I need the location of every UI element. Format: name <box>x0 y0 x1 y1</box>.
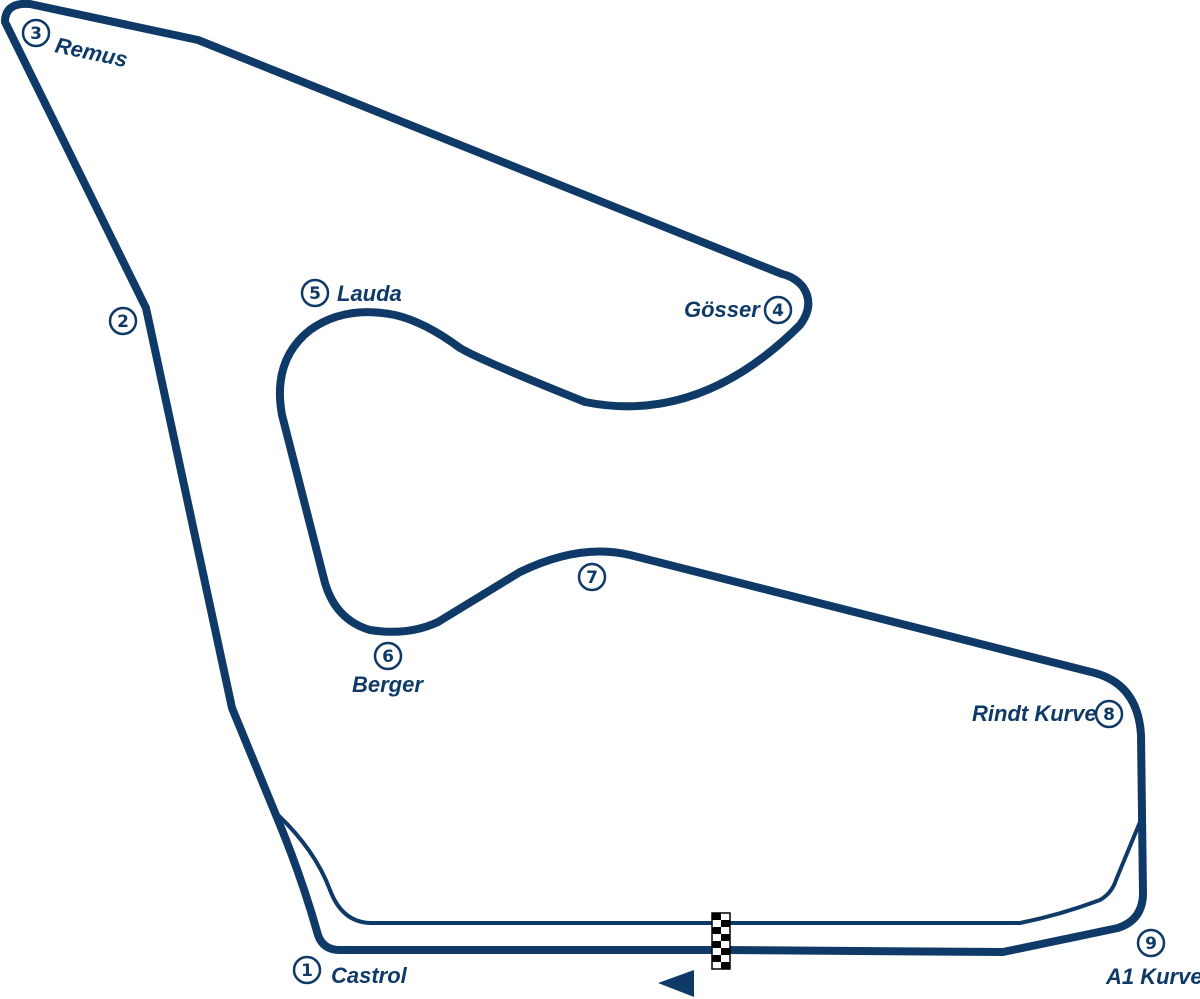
corner-name: Berger <box>352 672 424 697</box>
corner-number: 6 <box>382 647 394 667</box>
corner-number: 1 <box>301 961 313 981</box>
corner-name: A1 Kurve <box>1105 964 1200 989</box>
corner-number: 7 <box>586 568 598 588</box>
corner-6: 6 Berger <box>352 641 424 697</box>
corner-9: 9 A1 Kurve <box>1105 928 1200 989</box>
corner-name: Gösser <box>684 297 761 322</box>
corner-number: 8 <box>1103 705 1115 725</box>
corner-name: Rindt Kurve <box>972 701 1097 726</box>
corner-3: 3 Remus <box>21 18 130 72</box>
track-outline <box>1 0 1147 956</box>
corner-4: Gösser 4 <box>684 295 793 325</box>
corner-name: Remus <box>53 32 130 72</box>
corner-number: 2 <box>117 312 129 332</box>
corner-2: 2 <box>108 306 138 336</box>
corner-1: 1 Castrol <box>292 955 408 988</box>
corner-8: Rindt Kurve 8 <box>972 699 1124 729</box>
pit-lane <box>276 813 1142 925</box>
corner-7: 7 <box>577 562 607 592</box>
corner-number: 5 <box>309 284 321 304</box>
corner-number: 9 <box>1145 934 1157 954</box>
corner-name: Castrol <box>331 963 408 988</box>
corner-number: 4 <box>772 301 784 321</box>
corner-name: Lauda <box>337 281 402 306</box>
direction-arrow-icon <box>658 970 694 997</box>
start-finish-flag <box>711 912 731 970</box>
corner-number: 3 <box>30 24 42 44</box>
corner-5: 5 Lauda <box>300 278 402 308</box>
